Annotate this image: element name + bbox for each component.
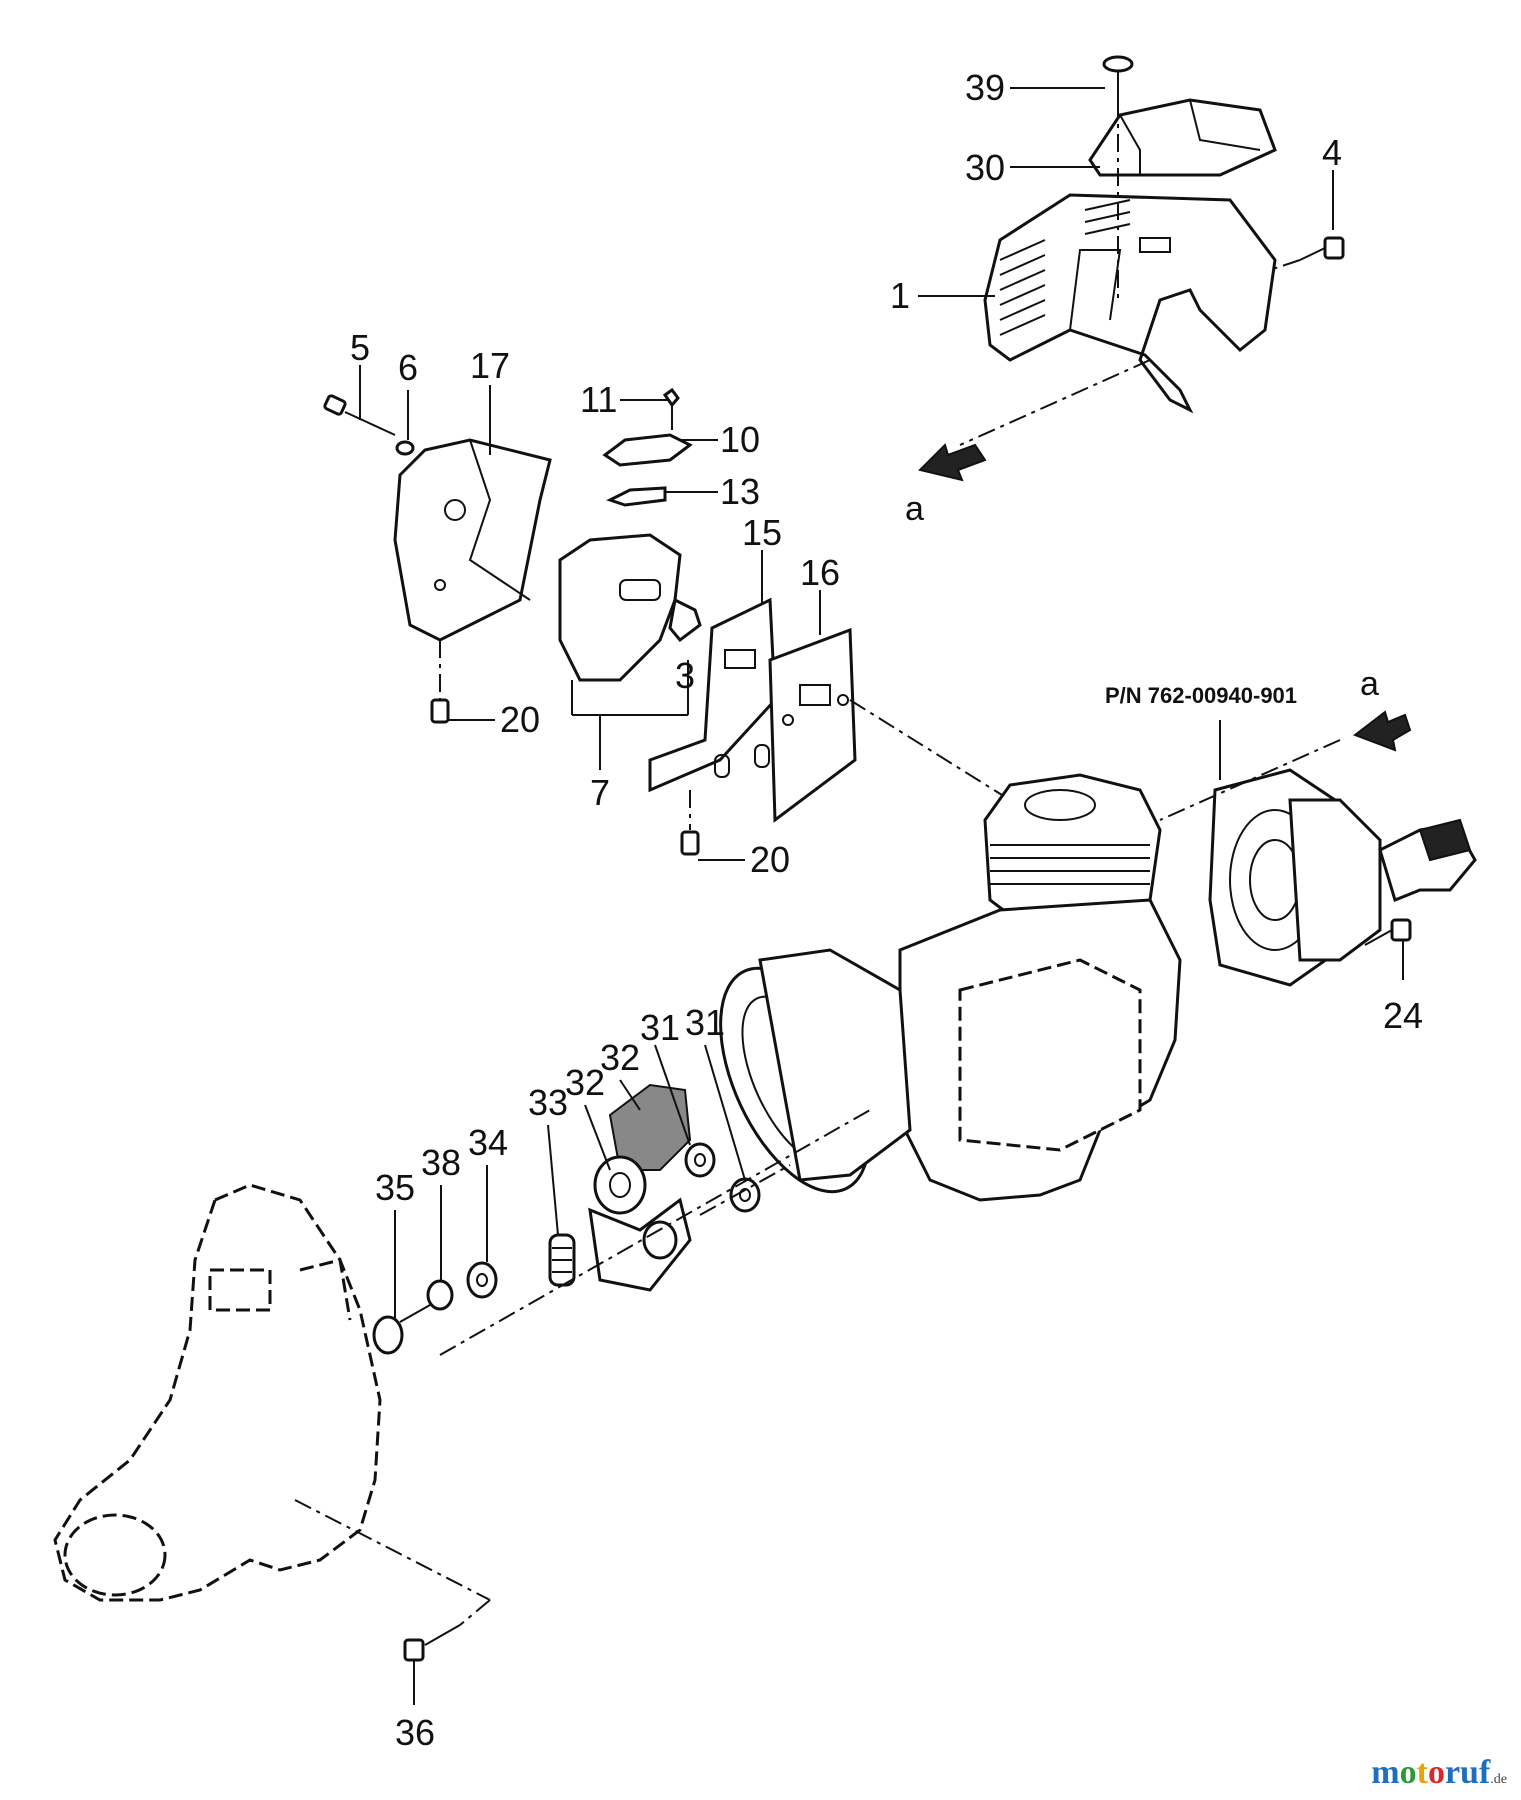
callout-4: 4 xyxy=(1322,132,1342,173)
callout-15: 15 xyxy=(742,512,782,553)
callout-34: 34 xyxy=(468,1122,508,1163)
heat-shield xyxy=(648,597,777,793)
engine-cover xyxy=(983,193,1277,414)
callout-31-right: 31 xyxy=(685,1002,725,1043)
leader-lines xyxy=(359,87,1404,1705)
cylinder xyxy=(983,773,1162,932)
callout-1: 1 xyxy=(890,275,910,316)
top-cap xyxy=(1088,98,1277,177)
callout-38: 38 xyxy=(421,1142,461,1183)
callout-3: 3 xyxy=(675,655,695,696)
clutch-assembly xyxy=(588,1083,692,1292)
clutch-axis xyxy=(439,1109,871,1356)
bolt-5 xyxy=(323,394,415,456)
callout-33: 33 xyxy=(528,1082,568,1123)
spark-arrestor xyxy=(602,387,693,507)
screw-4 xyxy=(1269,236,1345,271)
callout-16: 16 xyxy=(800,552,840,593)
callout-20-left: 20 xyxy=(500,699,540,740)
screw-20-middle xyxy=(680,790,700,856)
screw-36 xyxy=(403,1599,491,1662)
muffler-cover xyxy=(393,438,552,642)
callout-30: 30 xyxy=(965,147,1005,188)
callout-20-middle: 20 xyxy=(750,839,790,880)
callout-10: 10 xyxy=(720,419,760,460)
muffler xyxy=(558,533,702,682)
screw-39 xyxy=(1102,55,1134,300)
callout-5: 5 xyxy=(350,327,370,368)
direction-line-top xyxy=(959,359,1151,446)
recoil-starter xyxy=(1208,768,1477,987)
callout-13: 13 xyxy=(720,471,760,512)
direction-label-right: a xyxy=(1360,665,1379,703)
flywheel xyxy=(719,948,912,1194)
callout-24: 24 xyxy=(1383,995,1423,1036)
housing-screw-line xyxy=(294,1499,491,1601)
callout-17: 17 xyxy=(470,345,510,386)
screw-24 xyxy=(1364,918,1412,946)
muffler-gasket xyxy=(768,627,857,823)
callout-32-upper: 32 xyxy=(600,1037,640,1078)
callout-31-left: 31 xyxy=(640,1007,680,1048)
screw-20-left xyxy=(430,640,450,724)
callout-35: 35 xyxy=(375,1167,415,1208)
direction-arrow-top xyxy=(918,443,987,482)
direction-arrow-right xyxy=(1352,710,1412,752)
crankcase xyxy=(898,898,1182,1202)
spring-33 xyxy=(548,1233,576,1287)
callout-7: 7 xyxy=(590,772,610,813)
callouts: 39 30 4 1 5 6 17 11 10 13 15 16 3 20 7 2… xyxy=(350,67,1423,1753)
clutch-housing xyxy=(53,1183,382,1602)
clutch-axis-2 xyxy=(699,1164,791,1216)
bolt-35 xyxy=(372,1304,431,1355)
exhaust-line xyxy=(849,699,1011,801)
callout-39: 39 xyxy=(965,67,1005,108)
callout-6: 6 xyxy=(398,347,418,388)
callout-32-lower: 32 xyxy=(565,1062,605,1103)
callout-11: 11 xyxy=(580,379,617,420)
watermark-logo: motoruf.de xyxy=(1371,1754,1507,1791)
direction-label-top: a xyxy=(905,490,924,528)
callout-36: 36 xyxy=(395,1712,435,1753)
part-number-label: P/N 762-00940-901 xyxy=(1105,683,1297,708)
